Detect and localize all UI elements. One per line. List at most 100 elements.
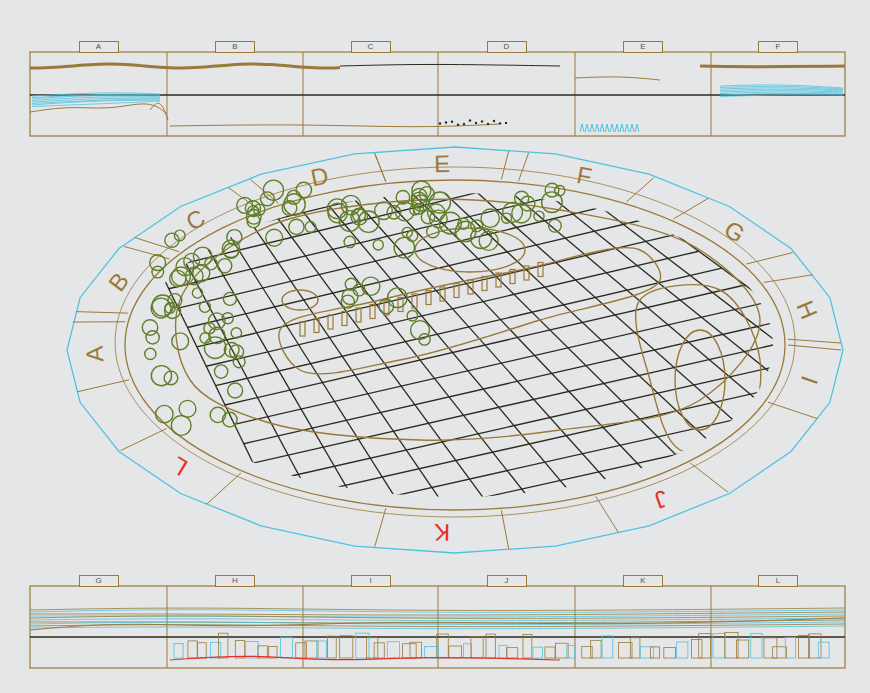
tree-symbol — [227, 230, 242, 245]
tree-symbol — [413, 195, 429, 211]
view-letter: G — [720, 217, 749, 247]
tree-symbol — [305, 222, 316, 233]
tree-symbol — [146, 331, 159, 344]
tree-symbol — [555, 185, 565, 195]
tree-symbol — [328, 203, 347, 222]
tree-symbol — [542, 192, 563, 213]
tree-symbol — [168, 294, 182, 308]
tree-symbol — [396, 191, 410, 205]
tree-symbol — [150, 255, 166, 271]
tree-symbol — [193, 265, 210, 282]
tree-symbol — [395, 202, 414, 221]
tree-symbol — [204, 323, 215, 334]
tree-symbol — [545, 183, 559, 197]
view-letter: I — [797, 373, 822, 387]
tab-letter: I — [369, 577, 371, 585]
tab-letter: B — [232, 43, 237, 51]
view-letter: C — [183, 206, 210, 235]
tab-letter: G — [95, 577, 101, 585]
view-letter: H — [793, 297, 822, 322]
tab-letter: E — [640, 43, 645, 51]
tree-symbol — [373, 240, 383, 250]
tree-symbol — [247, 215, 260, 228]
tree-symbol — [230, 345, 244, 359]
tree-symbol — [439, 212, 461, 234]
tree-symbol — [199, 301, 210, 312]
tree-symbol — [174, 230, 185, 241]
view-tab: J — [487, 575, 527, 587]
tree-symbol — [289, 219, 304, 234]
tree-symbol — [407, 230, 418, 241]
tree-symbol — [362, 277, 380, 295]
tab-letter: J — [505, 577, 509, 585]
tree-symbol — [145, 348, 156, 359]
tree-symbol — [419, 334, 430, 345]
tree-symbol — [388, 288, 408, 308]
view-tab: K — [623, 575, 663, 587]
tree-symbol — [209, 327, 225, 343]
tree-symbol — [210, 407, 225, 422]
tree-symbol — [179, 400, 196, 417]
tree-symbol — [458, 218, 469, 229]
view-tab: B — [215, 41, 255, 53]
tab-letter: A — [96, 43, 101, 51]
tree-symbol — [327, 199, 347, 219]
tree-symbol — [410, 205, 420, 215]
tree-symbol — [503, 202, 523, 222]
site-plan — [150, 150, 870, 560]
view-tab: H — [215, 575, 255, 587]
tree-symbol — [296, 182, 311, 197]
tree-symbol — [407, 310, 418, 321]
tree-symbol — [214, 365, 227, 378]
view-tab: C — [351, 41, 391, 53]
view-letter: K — [434, 520, 450, 544]
tree-symbol — [165, 233, 179, 247]
tree-symbol — [170, 270, 186, 286]
tree-symbol — [534, 211, 544, 221]
tree-symbol — [184, 253, 200, 269]
view-letter: J — [652, 485, 671, 512]
tree-symbol — [429, 192, 450, 213]
view-letter: L — [167, 453, 191, 480]
tree-symbol — [351, 208, 368, 225]
tab-letter: D — [504, 43, 510, 51]
tree-symbol — [171, 416, 191, 436]
view-letter: F — [574, 163, 593, 189]
tree-symbol — [481, 209, 499, 227]
tree-symbol — [204, 337, 226, 359]
tree-symbol — [353, 209, 366, 222]
tab-letter: K — [640, 577, 645, 585]
tab-letter: L — [776, 577, 780, 585]
view-tab: E — [623, 41, 663, 53]
tree-symbol — [344, 236, 355, 247]
tree-symbol — [342, 289, 358, 305]
tree-symbol — [151, 366, 171, 386]
tab-letter: C — [368, 43, 374, 51]
tree-symbol — [479, 231, 498, 250]
view-tab: I — [351, 575, 391, 587]
tree-symbol — [231, 328, 241, 338]
tree-symbol — [223, 292, 236, 305]
tree-symbol — [284, 194, 305, 215]
tree-symbol — [142, 320, 158, 336]
panorama-strip — [30, 586, 845, 668]
tree-symbol — [192, 288, 202, 298]
view-tab: A — [79, 41, 119, 53]
tree-symbol — [260, 192, 274, 206]
view-tab: D — [487, 41, 527, 53]
view-letter: E — [434, 152, 450, 176]
view-tab: G — [79, 575, 119, 587]
tab-letter: H — [232, 577, 238, 585]
view-ring — [67, 147, 843, 553]
tree-symbol — [152, 266, 164, 278]
tree-symbol — [222, 313, 233, 324]
tree-symbol — [228, 383, 243, 398]
tree-symbol — [471, 220, 483, 232]
view-letter: D — [309, 164, 331, 191]
tree-symbol — [222, 240, 239, 257]
tree-symbol — [263, 180, 283, 200]
tree-symbol — [394, 237, 414, 257]
tree-symbol — [549, 219, 562, 232]
tree-symbol — [152, 295, 173, 316]
